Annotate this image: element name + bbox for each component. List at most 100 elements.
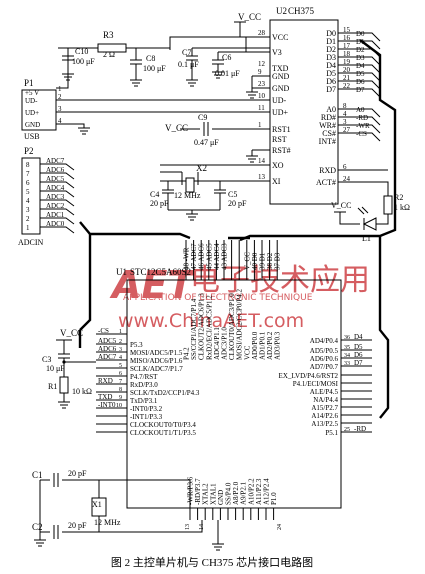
c8-ref: C8 [146, 54, 155, 63]
watermark-logo: AET [109, 263, 196, 307]
p2-net-label: ADC5 [46, 175, 65, 183]
resistor-r1 [59, 376, 69, 394]
u2-pin-name: GND [272, 84, 290, 93]
u2-pin-number: 13 [258, 173, 266, 181]
u2-net-label: -RD [356, 114, 368, 122]
u2-pin-name: GND [272, 72, 290, 81]
c1-value: 20 pF [68, 469, 87, 478]
p1-pin-name: UD+ [25, 109, 39, 117]
p2-pin-number: 3 [26, 206, 30, 214]
u1-top-net-label: 45 ADC5 [205, 243, 213, 270]
p2-pin-number: 5 [26, 188, 30, 196]
p2-net-wire [40, 226, 75, 234]
u2-net-wire [338, 88, 381, 98]
u2-pin-name: ACT# [316, 178, 336, 187]
p1-pin-number: 2 [58, 93, 62, 101]
u1-right-pin-name: AD7/P0.7 [310, 363, 339, 371]
u1-left-pin-name: -INT0/P3.2 [130, 405, 163, 413]
u2-net-label: D2 [356, 46, 365, 54]
u1-left-pin-number: 9 [119, 395, 122, 401]
u1-top-pin-name: SS/CCP1/ADC7/P1.4 [190, 298, 198, 360]
u2-net-label: D6 [356, 78, 365, 86]
u1-top-net-label: 37 D3 [274, 252, 282, 270]
u2-pin-name: D3 [326, 53, 336, 62]
u1-right-pin-name: NA/P4.4 [313, 396, 338, 404]
c5-ref: C5 [228, 190, 237, 199]
r1-ref: R1 [48, 382, 57, 391]
u1-left-pin-number: 1 [119, 329, 122, 335]
u2-pin-name: D2 [326, 45, 336, 54]
u1-left-pin-name: -INT1/P3.3 [130, 413, 163, 421]
u2-net-wire [338, 72, 381, 82]
u2-net-label: D1 [356, 38, 365, 46]
u2-net-wire [338, 124, 381, 134]
p1-label: USB [24, 132, 40, 141]
u2-pin-number: 19 [343, 58, 351, 66]
watermark-tagline: APPLICATION OF ELECTRONIC TECHNIQUE [123, 293, 313, 303]
u1-right-pin-name: A14/P2.6 [311, 412, 338, 420]
u1-right-net-label: D4 [354, 333, 363, 341]
u1-right-pin-name: ALE/P4.5 [310, 388, 339, 396]
u2-left-pins: VCC28V3TXD12GND9GND23UD-10UD+11RST11RSTR… [258, 29, 291, 186]
u2-pin-number: 1 [258, 121, 262, 129]
p1-pin-name: +5 V [25, 89, 39, 97]
u2-pin-number: 8 [343, 102, 347, 110]
u1-left-net-label: -CS [98, 327, 109, 335]
u2-pin-number: 15 [343, 26, 351, 34]
r2-ref: R2 [394, 193, 403, 202]
figure-caption: 图 2 主控单片机与 CH375 芯片接口电路图 [111, 555, 313, 569]
u1-right-net-label: -RD [354, 425, 366, 433]
u1-right-pin-name: EX_LVD/P4.6/RST2 [279, 372, 339, 380]
c2-value: 20 pF [68, 521, 87, 530]
p2-net-label: ADC2 [46, 202, 65, 210]
p2-pin-number: 2 [26, 215, 30, 223]
u1-top-pin-name: CLKOUT2/ADC6/P1.3 [198, 293, 206, 360]
p1-pin-number: 1 [58, 85, 62, 93]
u1-left-pin-number: 7 [119, 379, 122, 385]
u2-pin-number: 11 [258, 104, 265, 112]
u1-left-net-label: ADC6 [98, 345, 117, 353]
r3-ref: R3 [103, 30, 114, 40]
u1-left-pin-number: 5 [119, 363, 122, 369]
u2-pin-number: 24 [343, 175, 351, 183]
u2-pin-name: D6 [326, 77, 336, 86]
u2-pin-name: INT# [319, 137, 336, 146]
u2-net-label: D7 [356, 86, 365, 94]
u2-net-wire [338, 80, 381, 90]
u2-pin-name: RXD [319, 166, 336, 175]
u2-pin-name: D5 [326, 69, 336, 78]
u1-right-pin-name: P5.1 [325, 429, 338, 437]
u2-pin-number: 14 [258, 157, 266, 165]
p2-net-wire [40, 181, 75, 189]
u1-left-pin-name: RxD/P3.0 [130, 381, 158, 389]
u2-pin-number: 27 [343, 126, 351, 134]
p1-pin-name: GND [25, 121, 40, 129]
u1-right-pin-name: A15/P2.7 [311, 404, 338, 412]
u2-pin-number: 9 [258, 68, 262, 76]
u1-right-pin-name: AD6/P0.6 [310, 355, 339, 363]
u1-right-pin-name: P4.1/ECI/MOSI [293, 380, 339, 388]
u2-pin-name: VCC [272, 33, 288, 42]
u1-left-net-label: RXD [98, 377, 113, 385]
p1-pin-number: 3 [58, 105, 62, 113]
u1-bottom-pin-name: GND [217, 490, 225, 505]
c4-ref: C4 [150, 190, 159, 199]
p2-ref: P2 [24, 146, 34, 156]
u1-top-pin-name: CLKOUT0/ADC3/P1.0 [228, 293, 236, 360]
u1-right-pin-number: 35 [344, 345, 350, 351]
u1-top-pin-name: ADC3/P1.0 [221, 327, 229, 360]
u1-left-pin-name: CLOCKOUT1/T1/P3.5 [130, 429, 196, 437]
u2-pin-number: 17 [343, 42, 351, 50]
u1-top-net-label: 43 ADC3 [221, 243, 229, 270]
led-indicator: R2 1 kΩ V_CC L1 [331, 169, 410, 243]
u1-bottom-pin-name: A8/P2.0 [232, 481, 240, 505]
p2-net-wire [40, 199, 75, 207]
u1-bottom-pin-name: A12/P2.4 [263, 478, 271, 505]
u1-top-net-label: 38 D2 [266, 252, 274, 270]
u2-pin-name: V3 [272, 48, 282, 57]
u1-top-pin-name: RxD2/ECI/ADC5/P1.2 [205, 295, 213, 360]
u2-ref: U2 [276, 6, 287, 16]
u2-pin-name: XI [272, 177, 281, 186]
